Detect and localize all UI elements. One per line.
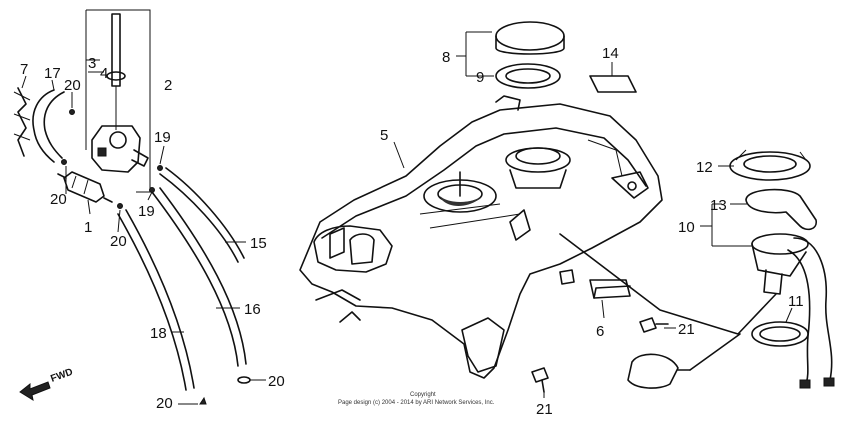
callout-17: 17: [44, 65, 61, 82]
fuel-filter-1: [57, 171, 113, 203]
hose-17: [32, 89, 65, 163]
callout-21: 21: [536, 401, 553, 418]
cushion-6: [589, 279, 631, 299]
label-14: [589, 75, 637, 93]
callout-18: 18: [150, 325, 167, 342]
small-clips: [61, 109, 251, 405]
callout-20: 20: [64, 77, 81, 94]
callout-12: 12: [696, 159, 713, 176]
callout-14: 14: [602, 45, 619, 62]
callout-19: 19: [154, 129, 171, 146]
fuel-cap-8: [495, 21, 565, 55]
callout-1: 1: [84, 219, 92, 236]
callout-5: 5: [380, 127, 388, 144]
callout-6: 6: [596, 323, 604, 340]
gasket-9: [495, 63, 561, 89]
fwd-label: FWD: [49, 367, 74, 385]
callout-13: 13: [710, 197, 727, 214]
retaining-ring-12: [729, 149, 811, 181]
leader-lines-left: [21, 59, 266, 405]
callout-3: 3: [88, 55, 96, 72]
callout-11: 11: [788, 293, 804, 310]
fuel-tank: [299, 95, 663, 379]
leader-lines-cap: [393, 31, 613, 169]
callout-8: 8: [442, 49, 450, 66]
clip-7: [13, 87, 31, 157]
callout-21: 21: [678, 321, 695, 338]
callout-20: 20: [156, 395, 173, 412]
callout-15: 15: [250, 235, 267, 252]
copyright-line1: Copyright: [410, 392, 436, 398]
copyright-line2: Page design (c) 2004 - 2014 by ARI Netwo…: [338, 400, 495, 406]
bolts-21: [531, 317, 669, 393]
callout-2: 2: [164, 77, 172, 94]
fuel-pump-unit-10: [559, 233, 835, 389]
forward-arrow: [19, 381, 51, 402]
callout-20: 20: [50, 191, 67, 208]
leader-lines-right: [543, 165, 793, 398]
callout-20: 20: [268, 373, 285, 390]
callout-20: 20: [110, 233, 127, 250]
o-ring-11: [751, 321, 809, 347]
hoses-15-16-18: [117, 167, 247, 391]
callout-4: 4: [100, 65, 108, 82]
callout-7: 7: [20, 61, 28, 78]
callout-19: 19: [138, 203, 155, 220]
callout-16: 16: [244, 301, 261, 318]
fuel-valve-assembly: [85, 9, 151, 193]
callout-labels: 7 17 20 3 4 2 20 1 20 19 19 15 16 18 20 …: [20, 45, 804, 418]
callout-10: 10: [678, 219, 695, 236]
cover-13: [745, 188, 817, 231]
callout-9: 9: [476, 69, 484, 86]
